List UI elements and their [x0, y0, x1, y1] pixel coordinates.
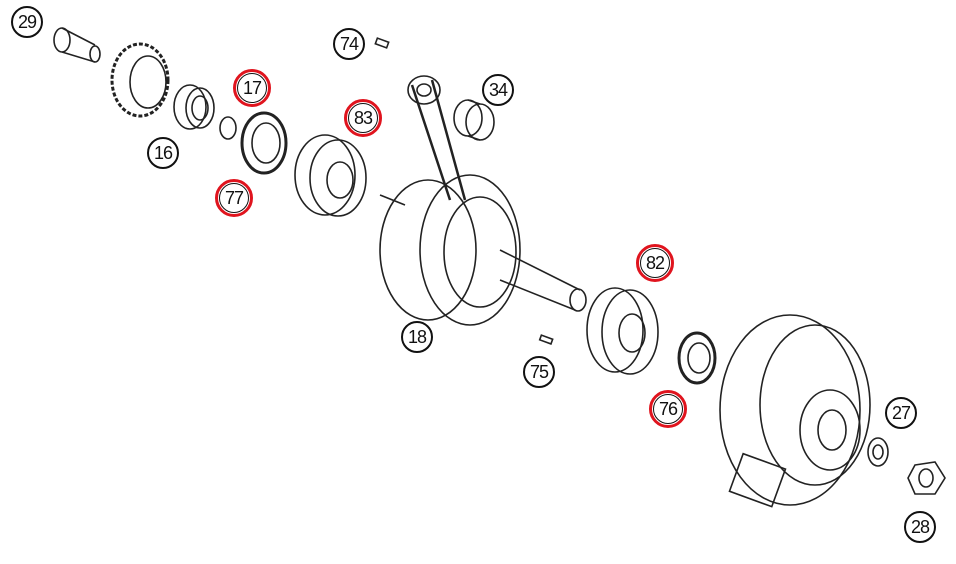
callout-18: 18	[401, 321, 433, 353]
part-74-key	[374, 37, 390, 49]
part-gear	[110, 42, 170, 118]
part-17-oring	[219, 116, 237, 140]
callout-17-highlighted: 17	[233, 69, 271, 107]
part-75-key	[538, 334, 554, 345]
callout-27: 27	[885, 397, 917, 429]
callout-82-highlighted: 82	[636, 244, 674, 282]
callout-label: 76	[653, 394, 683, 424]
callout-label: 77	[219, 183, 249, 213]
part-rotor	[719, 314, 871, 508]
part-27-washer	[867, 437, 889, 467]
part-28-nut	[907, 461, 946, 495]
part-29-shaft	[53, 27, 101, 63]
callout-29: 29	[11, 6, 43, 38]
callout-label: 17	[237, 73, 267, 103]
callout-74: 74	[333, 28, 365, 60]
callout-34: 34	[482, 74, 514, 106]
callout-label: 82	[640, 248, 670, 278]
part-16-ring	[173, 84, 215, 130]
callout-label: 83	[348, 103, 378, 133]
callout-16: 16	[147, 137, 179, 169]
part-34-needle-bearing	[453, 99, 495, 141]
callout-28: 28	[904, 511, 936, 543]
callout-76-highlighted: 76	[649, 390, 687, 428]
part-83-bearing	[294, 134, 367, 217]
callout-75: 75	[523, 356, 555, 388]
callout-83-highlighted: 83	[344, 99, 382, 137]
part-77-seal	[240, 111, 288, 175]
part-76-seal	[677, 331, 717, 385]
part-18-crankshaft	[379, 75, 587, 326]
part-82-bearing	[586, 287, 659, 375]
callout-77-highlighted: 77	[215, 179, 253, 217]
